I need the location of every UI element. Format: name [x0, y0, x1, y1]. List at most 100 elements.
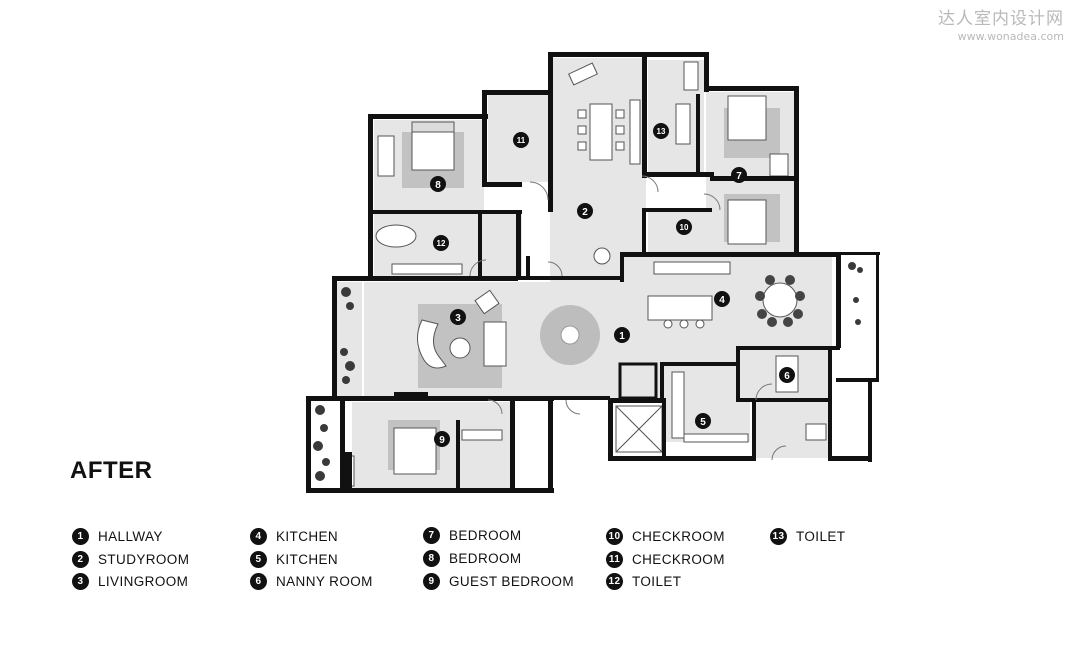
coffee-table [449, 337, 471, 359]
vanity-12 [391, 263, 463, 275]
legend-badge: 2 [72, 550, 89, 568]
dining-chairs [755, 275, 805, 327]
vanity-13 [675, 103, 691, 145]
marker-13: 13 [653, 123, 669, 139]
svg-text:10: 10 [680, 223, 689, 232]
kitchen-5-counter [671, 371, 685, 439]
legend-item-nanny-room: 6 NANNY ROOM [250, 572, 373, 590]
svg-text:5: 5 [700, 417, 706, 428]
marker-6: 6 [779, 367, 795, 383]
plan-markers: 1 2 3 4 5 6 7 8 9 10 11 12 13 [430, 123, 795, 447]
legend-badge: 3 [72, 572, 89, 590]
watermark-url: www.wonadea.com [957, 30, 1064, 43]
legend-label: KITCHEN [276, 528, 339, 544]
desk-7 [769, 153, 789, 177]
bed-7-upper [727, 95, 767, 141]
svg-text:3: 3 [455, 313, 461, 324]
watermark-title: 达人室内设计网 [938, 9, 1064, 29]
legend-badge: 9 [423, 572, 440, 590]
floor-studyroom [550, 58, 646, 282]
legend-badge: 12 [606, 572, 623, 590]
svg-text:6: 6 [784, 371, 790, 382]
legend-item-guest-bedroom: 9 GUEST BEDROOM [423, 572, 574, 590]
marker-11: 11 [513, 132, 529, 148]
study-table [589, 103, 613, 161]
legend-item-bedroom-8: 8 BEDROOM [423, 549, 522, 567]
legend-label: BEDROOM [449, 550, 522, 566]
legend-label: HALLWAY [98, 528, 163, 544]
marker-12: 12 [433, 235, 449, 251]
legend-badge: 1 [72, 527, 89, 545]
legend-label: NANNY ROOM [276, 573, 373, 589]
legend-label: BEDROOM [449, 527, 522, 543]
legend-item-kitchen-4: 4 KITCHEN [250, 527, 338, 545]
kitchen-counter [653, 261, 731, 275]
desk-8 [377, 135, 395, 177]
legend-label: CHECKROOM [632, 528, 725, 544]
floor-balcony-left [336, 282, 362, 396]
svg-text:11: 11 [517, 136, 526, 145]
bed-7-lower [727, 199, 767, 245]
marker-1: 1 [614, 327, 630, 343]
svg-text:8: 8 [435, 180, 441, 191]
legend-badge: 6 [250, 572, 267, 590]
bathtub-13 [683, 61, 699, 91]
marker-8: 8 [430, 176, 446, 192]
svg-text:12: 12 [437, 239, 446, 248]
plan-title: AFTER [70, 457, 153, 484]
legend-item-checkroom-10: 10 CHECKROOM [606, 527, 725, 545]
sofa [483, 321, 507, 367]
legend-badge: 10 [606, 527, 623, 545]
svg-text:7: 7 [736, 171, 742, 182]
planting [313, 262, 863, 481]
legend-label: GUEST BEDROOM [449, 573, 574, 589]
walls [306, 52, 880, 493]
legend-item-toilet-12: 12 TOILET [606, 572, 681, 590]
study-armchair [593, 247, 611, 265]
svg-text:2: 2 [582, 207, 588, 218]
furniture [343, 61, 827, 487]
legend-badge: 8 [423, 549, 440, 567]
svg-text:9: 9 [439, 435, 445, 446]
marker-9: 9 [434, 431, 450, 447]
marker-3: 3 [450, 309, 466, 325]
legend-badge: 11 [606, 550, 623, 568]
legend-item-checkroom-11: 11 CHECKROOM [606, 550, 725, 568]
hallway-planter [560, 325, 580, 345]
legend-label: STUDYROOM [98, 551, 190, 567]
marker-4: 4 [714, 291, 730, 307]
marker-7: 7 [731, 167, 747, 183]
legend-item-studyroom: 2 STUDYROOM [72, 550, 189, 568]
bathtub [375, 224, 417, 248]
service-sink [805, 423, 827, 441]
legend-item-kitchen-5: 5 KITCHEN [250, 550, 338, 568]
legend-item-toilet-13: 13 TOILET [770, 527, 845, 545]
legend-label: CHECKROOM [632, 551, 725, 567]
legend-label: KITCHEN [276, 551, 339, 567]
watermark: 达人室内设计网 www.wonadea.com [938, 4, 1064, 43]
marker-5: 5 [695, 413, 711, 429]
lounge-chair [474, 289, 500, 315]
study-shelf [629, 99, 641, 165]
legend-label: TOILET [632, 573, 682, 589]
legend-item-hallway: 1 HALLWAY [72, 527, 163, 545]
marker-2: 2 [577, 203, 593, 219]
svg-text:13: 13 [657, 127, 666, 136]
legend-badge: 7 [423, 526, 440, 544]
legend-label: TOILET [796, 528, 846, 544]
guest-desk [461, 429, 503, 441]
legend-badge: 4 [250, 527, 267, 545]
svg-text:1: 1 [619, 331, 625, 342]
door-swings [469, 175, 787, 461]
marker-10: 10 [676, 219, 692, 235]
legend-badge: 5 [250, 550, 267, 568]
dining-table [762, 282, 798, 318]
curved-sofa [417, 319, 447, 369]
study-chair [568, 62, 598, 86]
kitchen-island [647, 295, 713, 321]
svg-text:4: 4 [719, 295, 725, 306]
legend-badge: 13 [770, 527, 787, 545]
guest-bed [393, 427, 437, 475]
